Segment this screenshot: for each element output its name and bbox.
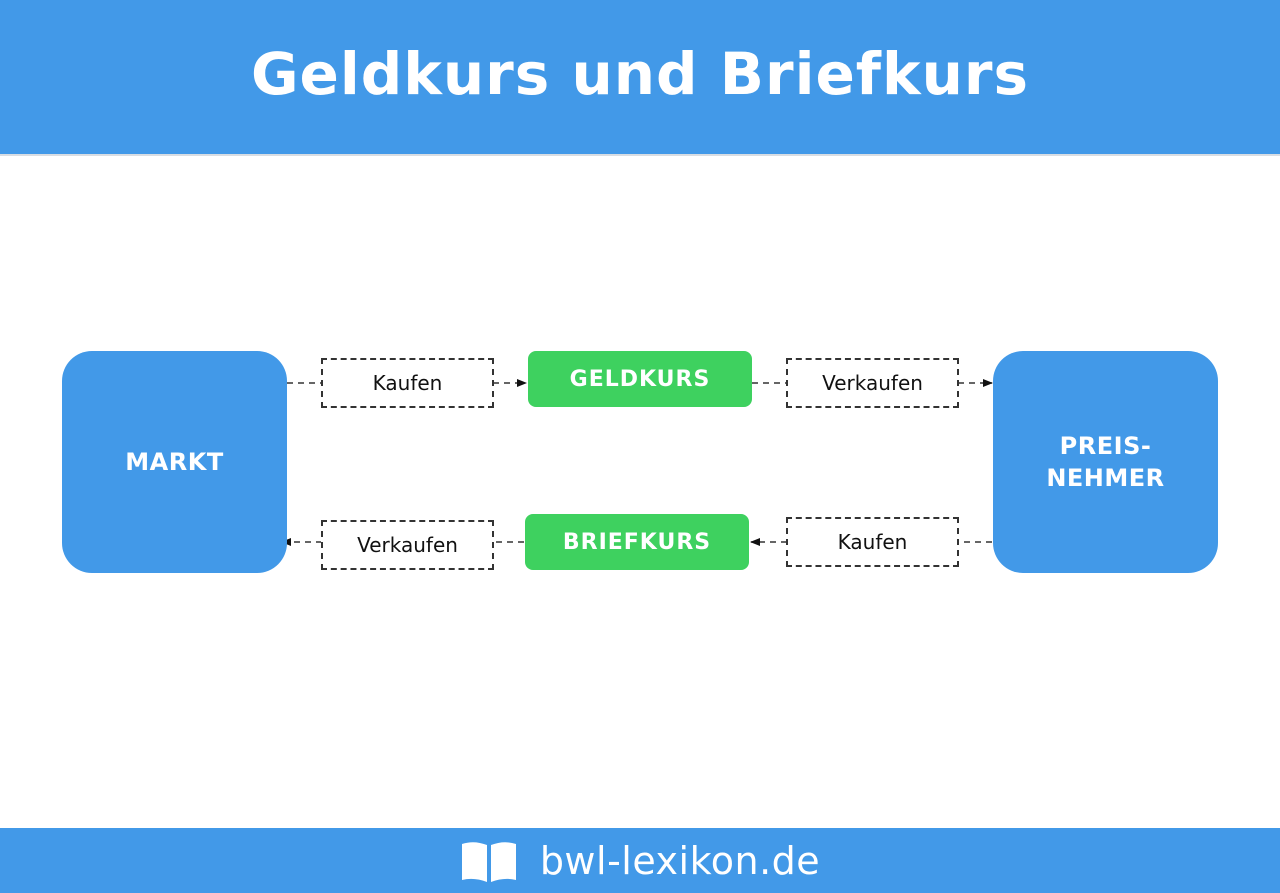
action-top-left: Kaufen [321,358,494,408]
action-top-left-label: Kaufen [372,371,443,395]
node-briefkurs: BRIEFKURS [525,514,749,570]
node-preisnehmer: PREIS- NEHMER [993,351,1218,573]
node-briefkurs-label: BRIEFKURS [562,529,712,555]
header-banner: Geldkurs und Briefkurs [0,0,1280,156]
node-markt-label: MARKT [125,448,224,476]
node-preisnehmer-label: PREIS- NEHMER [1046,432,1165,492]
action-top-right: Verkaufen [786,358,959,408]
action-bottom-right: Kaufen [786,517,959,567]
footer-brand-text: bwl-lexikon.de [539,838,821,883]
footer-banner: bwl-lexikon.de [0,828,1280,893]
action-bottom-right-label: Kaufen [837,530,908,554]
node-geldkurs: GELDKURS [528,351,752,407]
node-geldkurs-label: GELDKURS [569,366,711,392]
open-book-icon [461,841,516,882]
node-markt: MARKT [62,351,287,573]
action-top-right-label: Verkaufen [822,371,923,395]
footer-brand: bwl-lexikon.de [460,838,820,884]
page-title: Geldkurs und Briefkurs [250,40,1030,108]
action-bottom-left-label: Verkaufen [357,533,458,557]
action-bottom-left: Verkaufen [321,520,494,570]
